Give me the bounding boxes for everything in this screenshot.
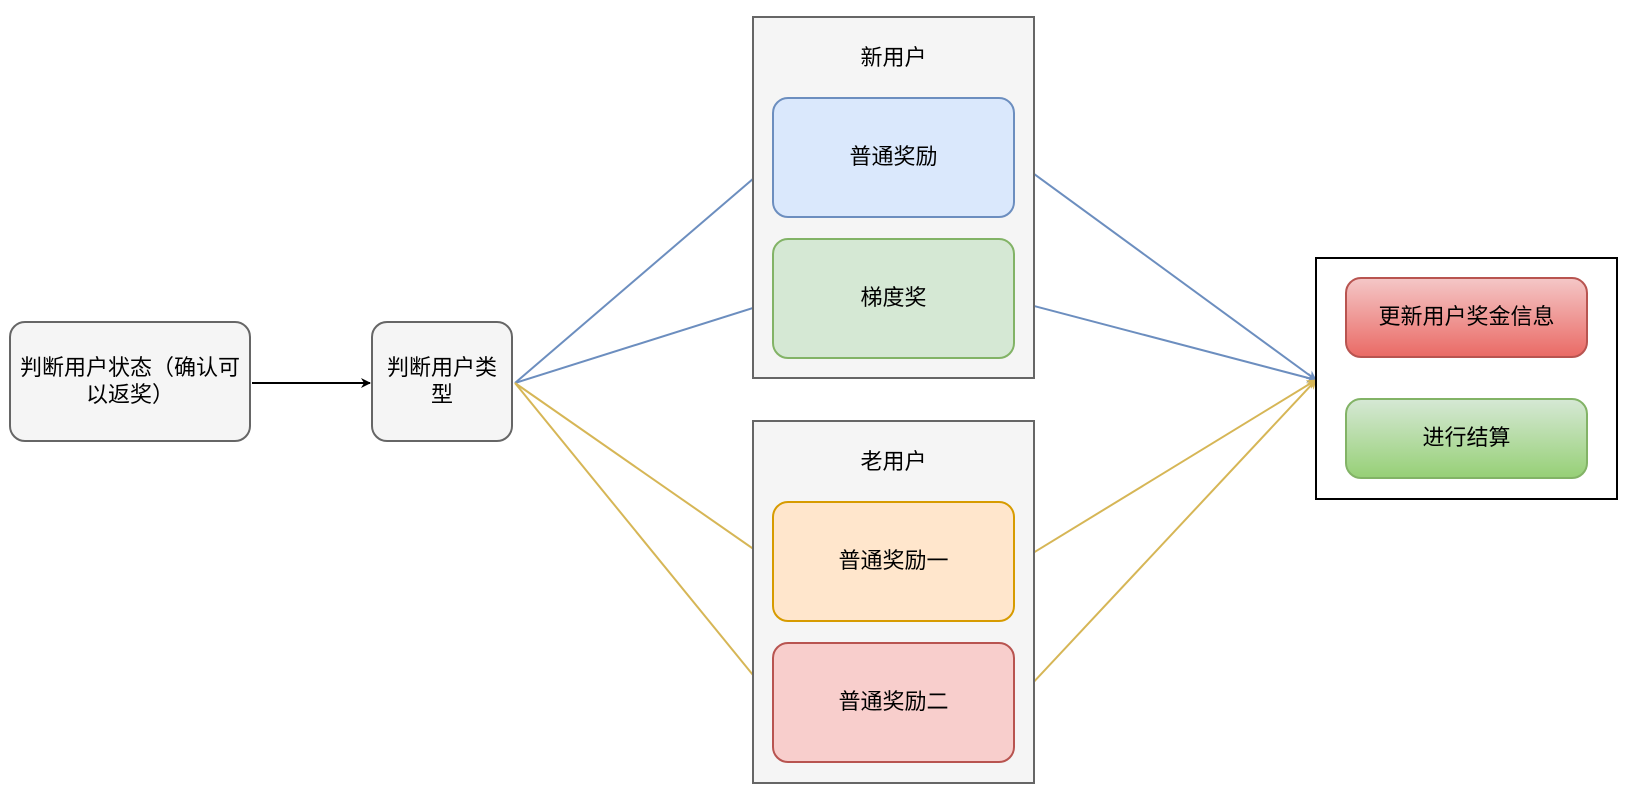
normal-reward-node: 普通奖励 [772,97,1015,218]
check-type-label: 判断用户类型 [386,355,497,408]
check-status-node: 判断用户状态（确认可以返奖） [9,321,251,442]
settlement-node: 进行结算 [1345,398,1588,479]
check-type-node: 判断用户类型 [371,321,513,442]
normal-reward-two-label: 普通奖励二 [838,690,949,715]
edge-type-to-normal-reward-one [514,382,776,565]
edge-normal-reward-to-output [1014,159,1317,381]
gradient-reward-label: 梯度奖 [860,286,927,311]
edge-normal-reward-one-to-output [1014,379,1317,565]
new-user-title: 新用户 [860,46,927,71]
gradient-reward-node: 梯度奖 [772,238,1015,359]
normal-reward-label: 普通奖励 [849,145,938,170]
check-status-label: 判断用户状态（确认可以返奖） [19,355,240,408]
edge-type-to-normal-reward-two [514,382,776,703]
normal-reward-one-node: 普通奖励一 [772,501,1015,622]
old-user-title: 老用户 [860,450,927,475]
settlement-label: 进行结算 [1422,426,1511,451]
edge-normal-reward-two-to-output [1014,379,1317,703]
update-bonus-label: 更新用户奖金信息 [1378,305,1555,330]
edge-type-to-normal-reward [514,159,776,384]
normal-reward-one-label: 普通奖励一 [838,549,949,574]
update-bonus-node: 更新用户奖金信息 [1345,277,1588,358]
edge-gradient-reward-to-output [1014,300,1317,383]
normal-reward-two-node: 普通奖励二 [772,642,1015,763]
edge-type-to-gradient-reward [514,298,776,384]
